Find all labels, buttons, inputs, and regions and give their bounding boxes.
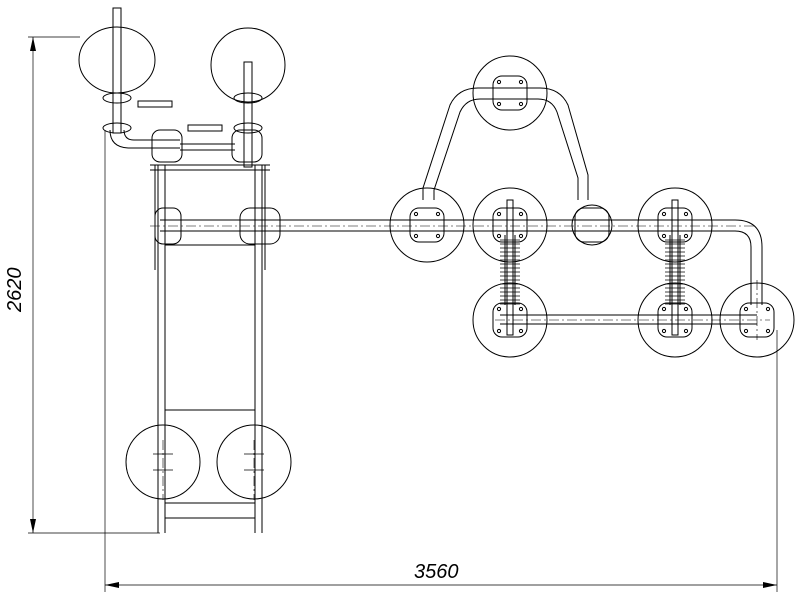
top-left-disc: [78, 7, 223, 149]
bolt: [496, 328, 502, 334]
arch-pipe: [422, 87, 589, 200]
flange: [657, 207, 693, 243]
bolt: [435, 233, 441, 239]
bolt: [765, 328, 771, 334]
height-dimension: 2620: [4, 36, 160, 534]
flange: [492, 75, 528, 111]
top-right-disc: [180, 27, 286, 168]
bolt: [765, 306, 771, 312]
flange: [492, 302, 528, 338]
bolt: [683, 306, 689, 312]
bolt: [413, 211, 419, 217]
bolt: [496, 101, 502, 107]
disc: [472, 55, 548, 131]
bolt: [518, 101, 524, 107]
bolt: [518, 211, 524, 217]
bolt: [496, 306, 502, 312]
flange: [657, 302, 693, 338]
spring-right: [669, 235, 681, 305]
disc: [472, 187, 548, 263]
bolt: [435, 211, 441, 217]
disc: [637, 187, 713, 263]
disc-small: [571, 204, 613, 246]
bolt: [496, 211, 502, 217]
disc: [472, 282, 548, 358]
bolt: [661, 328, 667, 334]
bolt: [413, 233, 419, 239]
bolt: [661, 233, 667, 239]
flange-pair-top: [151, 129, 263, 163]
left-frame: [150, 164, 270, 533]
flange: [492, 207, 528, 243]
bolt: [496, 79, 502, 85]
bolt: [683, 233, 689, 239]
bolt: [661, 211, 667, 217]
bolt: [496, 233, 502, 239]
lower-pipe: [495, 314, 770, 325]
flange-small: [574, 207, 610, 243]
bolt: [518, 233, 524, 239]
main-pipe: [150, 207, 763, 305]
spring-rod: [506, 199, 514, 336]
bolt: [518, 328, 524, 334]
width-dimension: 3560: [104, 130, 778, 592]
bolt: [683, 328, 689, 334]
height-dimension-label: 2620: [4, 268, 26, 314]
spring-rod: [671, 199, 679, 336]
spring-left: [504, 235, 516, 305]
disc: [637, 282, 713, 358]
discs: [125, 55, 795, 500]
bolt: [661, 306, 667, 312]
bolt: [518, 306, 524, 312]
bolt: [518, 79, 524, 85]
width-dimension-label: 3560: [414, 561, 459, 583]
bolt: [743, 306, 749, 312]
bolt: [743, 328, 749, 334]
flange: [409, 207, 445, 243]
bolt: [683, 211, 689, 217]
disc: [389, 187, 465, 263]
